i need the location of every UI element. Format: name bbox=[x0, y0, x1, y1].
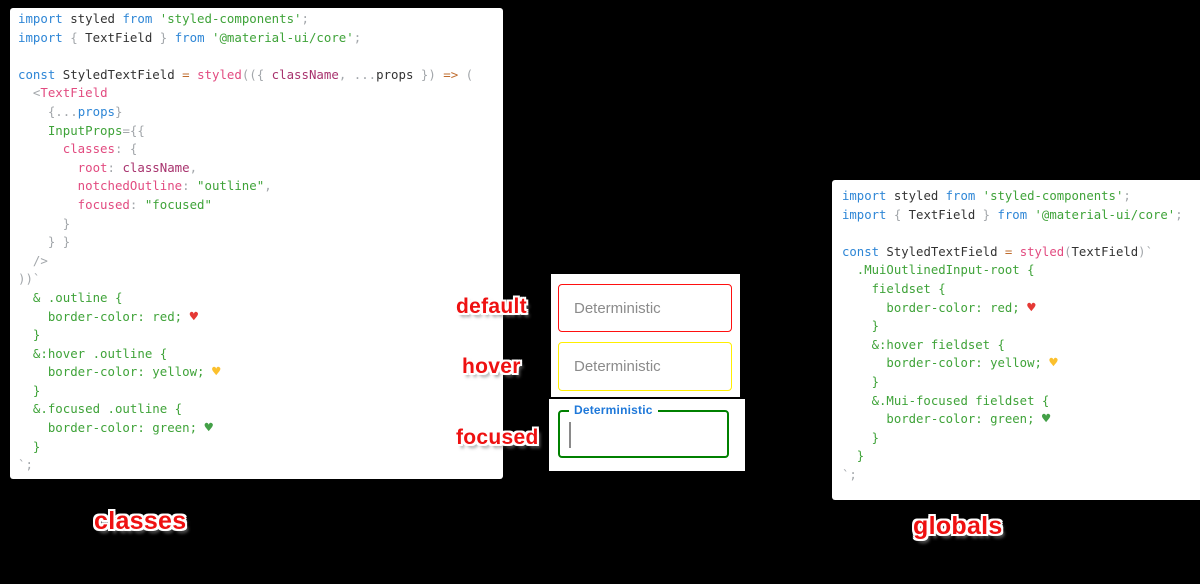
caption-classes: classes bbox=[94, 507, 187, 535]
textfield-default[interactable] bbox=[558, 284, 732, 332]
code-snippet-globals: import styled from 'styled-components';i… bbox=[832, 180, 1200, 500]
code-snippet-classes: import styled from 'styled-components';i… bbox=[10, 8, 503, 479]
textfield-hover-input[interactable] bbox=[559, 343, 731, 390]
annotation-focused: focused bbox=[456, 426, 539, 449]
annotation-default: default bbox=[456, 295, 527, 318]
caption-globals: globals bbox=[913, 512, 1003, 540]
textfield-hover[interactable] bbox=[558, 342, 732, 391]
annotation-hover: hover bbox=[462, 355, 521, 378]
textfield-focused-input[interactable] bbox=[560, 412, 727, 456]
textfield-focused[interactable]: Deterministic bbox=[558, 403, 729, 458]
textfield-default-input[interactable] bbox=[559, 285, 731, 331]
